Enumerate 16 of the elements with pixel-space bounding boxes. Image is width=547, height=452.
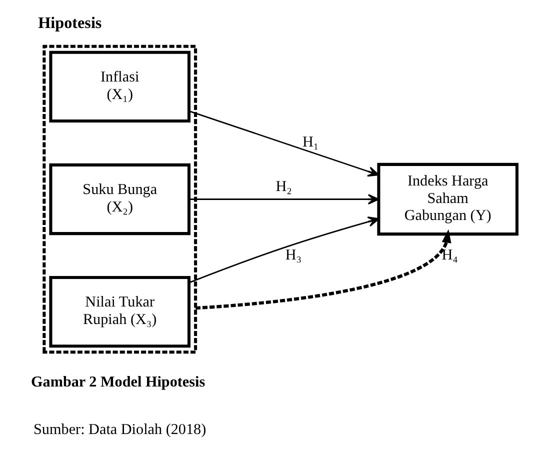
edge-label: H₃	[285, 247, 302, 264]
label: Sumber: Data Diolah (2018)	[34, 422, 206, 438]
caption: Gambar 2 Model Hipotesis	[31, 374, 206, 390]
edge-label: H₂	[276, 179, 292, 196]
node-box: Nilai Tukar Rupiah (X₃)	[49, 276, 190, 348]
arrow	[189, 194, 380, 204]
arrow	[188, 110, 380, 177]
node-box: Inflasi (X₁)	[49, 50, 190, 123]
diagram-title: Hipotesis	[38, 15, 102, 32]
arrow	[188, 216, 380, 284]
cluster	[42, 44, 198, 354]
edge-label: H₁	[302, 134, 319, 150]
node-box: Indeks Harga Saham Gabungan (Y)	[377, 162, 518, 236]
edge-label: H₄	[442, 247, 458, 264]
arrow	[195, 229, 452, 310]
node-box: Suku Bunga (X₂)	[49, 163, 190, 236]
